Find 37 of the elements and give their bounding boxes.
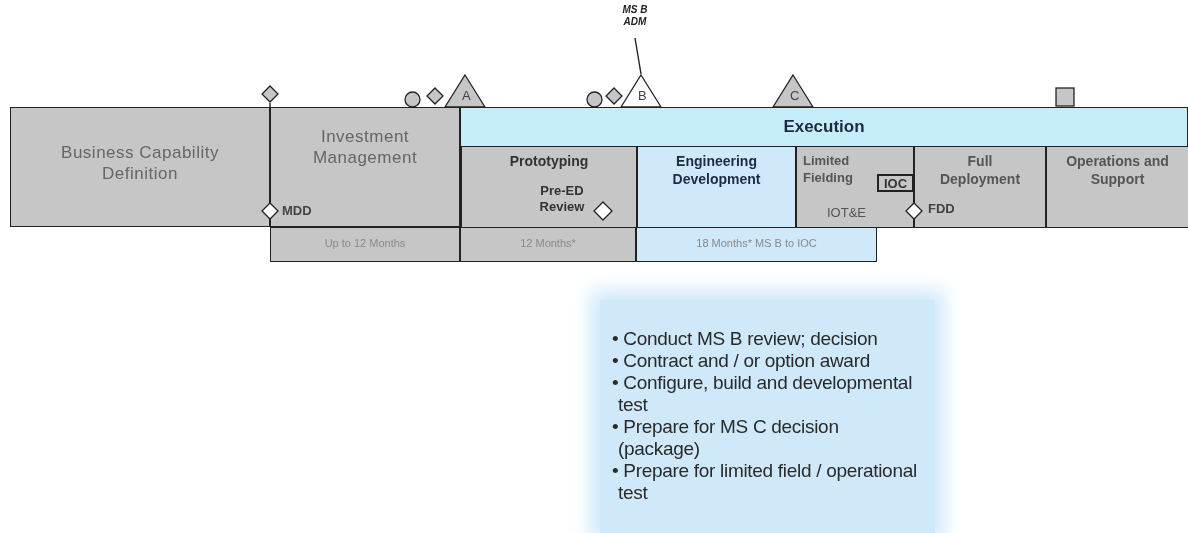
milestone-box	[877, 174, 914, 192]
phase-title: Limited Fielding	[803, 153, 854, 187]
phase-title: Execution	[782, 117, 866, 137]
phase-box	[461, 146, 637, 228]
milestone-label: MS B ADM	[621, 4, 649, 28]
phase-box	[796, 146, 914, 228]
bullet-item: • Contract and / or option award	[612, 350, 871, 372]
bullet-item: • Prepare for MS C decision (package)	[612, 416, 840, 460]
bullet-item: • Conduct MS B review; decision	[612, 328, 879, 350]
duration-box	[636, 227, 877, 262]
leader-line	[634, 37, 642, 75]
phase-title: Prototyping	[508, 153, 590, 169]
milestone-letter: A	[462, 88, 471, 103]
phase-box	[637, 146, 796, 228]
duration-label: 12 Months*	[519, 237, 577, 249]
phase-box	[270, 107, 460, 227]
phase-title: Business Capability Definition	[60, 142, 220, 185]
phase-title: Investment Management	[311, 126, 419, 169]
phase-box	[1046, 146, 1188, 228]
phase-box	[10, 107, 270, 227]
bullet-item: • Configure, build and developmental test	[612, 372, 914, 416]
duration-box	[270, 227, 460, 262]
duration-label: 18 Months* MS B to IOC	[695, 237, 818, 249]
phase-band	[460, 107, 1188, 227]
milestone-letter: C	[790, 88, 800, 103]
milestone-letter: B	[638, 88, 647, 103]
milestone-label: MDD	[282, 203, 312, 218]
test-label: IOT&E	[827, 205, 866, 220]
milestone-label: IOC	[882, 176, 909, 191]
phase-title: Engineering Development	[671, 153, 762, 188]
milestone-label: FDD	[928, 201, 955, 216]
phase-title: Full Deployment	[938, 153, 1022, 188]
phase-title: Operations and Support	[1065, 153, 1170, 188]
review-label: Pre-ED Review	[538, 183, 586, 215]
bullet-item: • Prepare for limited field / operational test	[612, 460, 918, 504]
phase-box	[914, 146, 1046, 228]
duration-box	[460, 227, 636, 262]
